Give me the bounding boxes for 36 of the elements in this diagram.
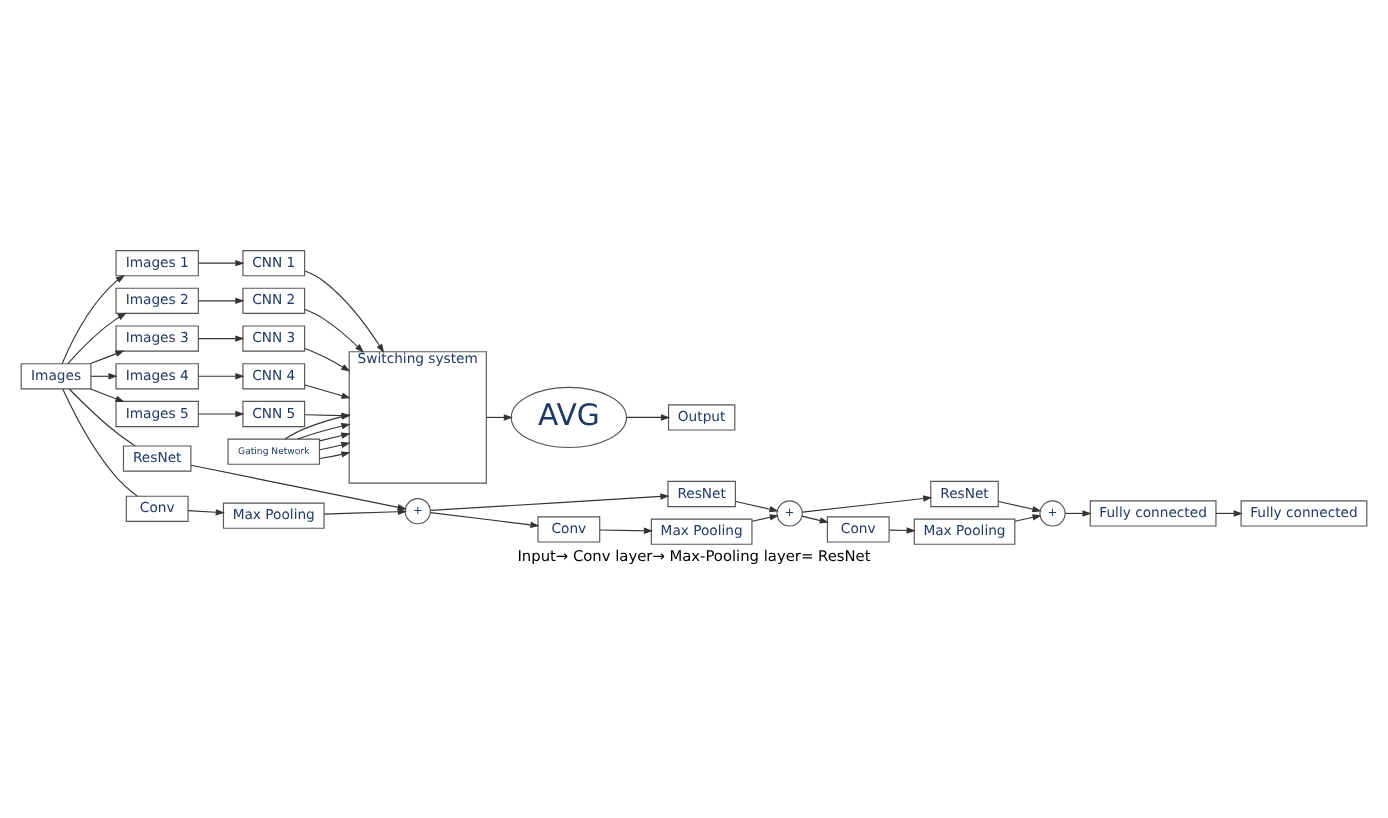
arrow (304, 308, 364, 352)
arrow (198, 372, 245, 379)
arrow (198, 258, 245, 266)
arrow (90, 387, 125, 401)
arrow (735, 499, 779, 512)
arrow (888, 526, 916, 533)
arrow (61, 273, 125, 364)
arrow (319, 431, 351, 441)
arrow (187, 508, 225, 515)
arrow (802, 494, 933, 512)
arrow (304, 383, 351, 398)
arrow (801, 514, 829, 523)
arrow (67, 311, 127, 364)
arrow (90, 349, 125, 364)
arrow (485, 413, 513, 420)
arrow (304, 269, 385, 353)
arrow (190, 463, 407, 510)
arrow (323, 507, 407, 514)
arrow (599, 526, 653, 533)
arrow (430, 511, 540, 528)
arrow (625, 413, 671, 420)
arrow (430, 492, 670, 510)
node-ellipse: AVG (510, 385, 628, 448)
arrow (1215, 509, 1243, 516)
arrow (198, 296, 245, 304)
arrow (319, 440, 351, 450)
connector (68, 387, 136, 446)
arrow (198, 334, 245, 341)
connector (62, 387, 138, 496)
arrow (198, 409, 245, 417)
arrow (297, 422, 351, 439)
arrow (304, 347, 351, 371)
arrow (319, 450, 351, 459)
arrow (1014, 513, 1042, 521)
arrow (751, 513, 779, 521)
arrow (997, 499, 1042, 512)
